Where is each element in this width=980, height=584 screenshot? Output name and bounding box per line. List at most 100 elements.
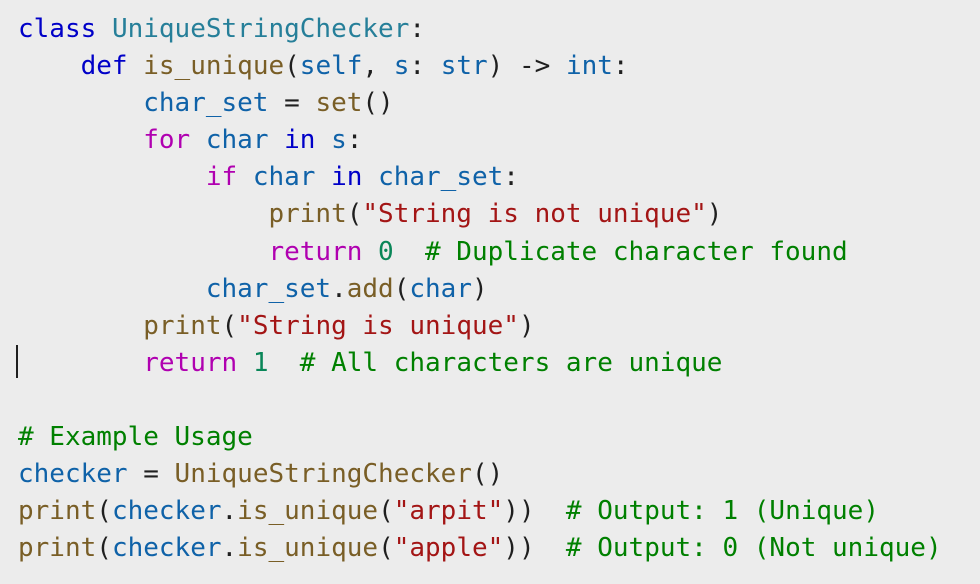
code-token: is_unique — [237, 533, 379, 564]
code-line: char_set.add(char) — [18, 271, 942, 308]
code-token: ( — [378, 496, 394, 527]
code-token: : — [409, 51, 441, 82]
code-token: ( — [346, 199, 363, 230]
code-token: . — [221, 533, 238, 564]
code-token: class — [18, 14, 97, 44]
code-token — [18, 125, 143, 155]
code-token: checker — [111, 496, 222, 527]
code-token: s — [331, 125, 347, 156]
code-token: ) -> — [487, 51, 566, 82]
code-token: : — [346, 125, 363, 156]
code-token: "String is not unique" — [362, 199, 707, 230]
code-token: ) — [518, 310, 535, 341]
code-token — [18, 162, 206, 192]
code-token: : — [503, 162, 519, 193]
code-line: return 0 # Duplicate character found — [18, 234, 942, 271]
code-token: if — [205, 162, 238, 193]
code-token — [18, 199, 268, 229]
code-token: 0 — [378, 236, 394, 267]
code-token — [190, 125, 206, 155]
code-token: "apple" — [393, 533, 504, 564]
code-token: print — [18, 533, 97, 564]
code-line: print("String is not unique") — [18, 196, 942, 233]
code-token: "arpit" — [393, 496, 504, 527]
code-token: print — [18, 496, 97, 527]
code-line: print(checker.is_unique("apple")) # Outp… — [18, 530, 942, 567]
code-token: char — [409, 273, 472, 304]
code-token: = — [268, 88, 316, 119]
code-token: () — [362, 88, 394, 119]
code-block[interactable]: class UniqueStringChecker: def is_unique… — [18, 11, 942, 567]
code-token: char_set — [205, 273, 332, 304]
code-token: return — [143, 347, 238, 378]
code-token: char_set — [378, 162, 504, 193]
code-token: "String is unique" — [237, 310, 519, 341]
code-token: 1 — [252, 347, 269, 378]
code-token: # Duplicate character found — [425, 236, 848, 267]
code-token — [18, 51, 81, 81]
code-token: ( — [96, 533, 112, 564]
code-token — [18, 274, 206, 304]
code-line: if char in char_set: — [18, 159, 942, 196]
code-token — [268, 348, 299, 378]
code-token — [18, 88, 143, 118]
code-token: self — [299, 51, 363, 82]
code-token: ( — [284, 51, 300, 82]
code-token: # Example Usage — [18, 422, 253, 453]
code-token: UniqueStringChecker — [111, 14, 410, 44]
code-token: ) — [706, 199, 723, 230]
code-token — [315, 125, 331, 155]
code-token: = — [127, 459, 175, 490]
code-token: UniqueStringChecker — [174, 459, 472, 490]
code-token — [96, 14, 112, 44]
code-token: checker — [18, 459, 128, 490]
text-cursor — [16, 345, 18, 378]
code-token: is_unique — [237, 496, 379, 527]
code-token: return — [268, 236, 363, 267]
code-token: s — [393, 51, 410, 82]
code-token — [362, 162, 378, 192]
code-token: char — [205, 125, 269, 156]
code-token: def — [80, 51, 128, 82]
code-token — [362, 237, 378, 267]
code-token: add — [346, 273, 394, 304]
code-token: ( — [378, 533, 394, 564]
code-token: char — [252, 162, 316, 193]
code-token: is_unique — [143, 51, 285, 82]
code-token: . — [221, 496, 238, 527]
code-token — [237, 348, 253, 378]
code-token: set — [315, 88, 363, 119]
code-token: , — [362, 51, 394, 82]
code-token: ( — [96, 496, 112, 527]
code-line: print("String is unique") — [18, 308, 942, 345]
code-line: for char in s: — [18, 122, 942, 159]
code-token: )) — [503, 496, 566, 527]
code-line: def is_unique(self, s: str) -> int: — [18, 48, 942, 85]
code-token: )) — [503, 533, 566, 564]
code-token: in — [284, 125, 316, 156]
code-token — [18, 348, 143, 378]
code-token — [394, 237, 425, 267]
code-token — [268, 125, 284, 155]
code-token: # Output: 0 (Not unique) — [565, 533, 942, 564]
code-line: class UniqueStringChecker: — [18, 11, 942, 48]
code-line: print(checker.is_unique("arpit")) # Outp… — [18, 493, 942, 530]
code-token: ) — [471, 273, 488, 304]
code-token — [128, 51, 144, 81]
code-token: ( — [221, 310, 238, 341]
code-token: # All characters are unique — [299, 347, 723, 378]
code-token — [315, 162, 331, 192]
code-token: : — [409, 14, 426, 44]
code-line — [18, 382, 942, 419]
code-token: int — [565, 51, 613, 82]
code-line: char_set = set() — [18, 85, 942, 122]
code-token — [237, 162, 253, 192]
code-token: () — [471, 459, 504, 490]
code-token: : — [612, 51, 629, 82]
code-token: checker — [111, 533, 222, 564]
code-token: # Output: 1 (Unique) — [565, 496, 879, 527]
code-token: ( — [393, 273, 410, 304]
code-token: for — [143, 125, 191, 156]
code-token: . — [331, 273, 347, 304]
